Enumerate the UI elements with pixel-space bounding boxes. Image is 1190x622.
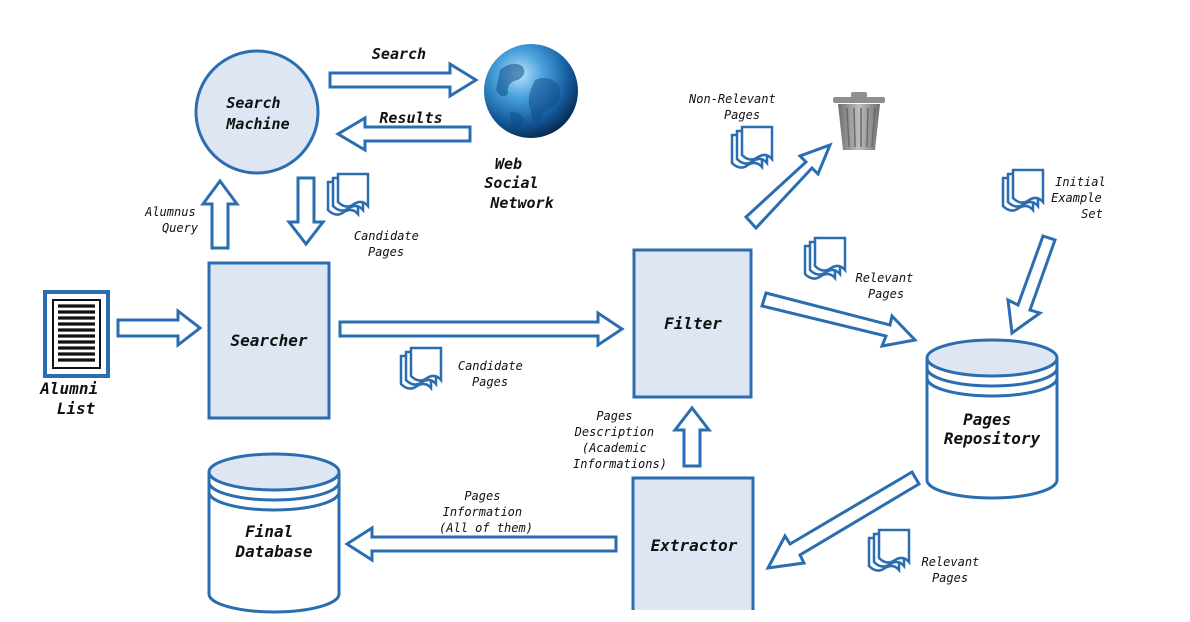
filter-node xyxy=(632,248,753,399)
alumnus-query-arrow xyxy=(200,178,240,250)
search-machine-label: Search Machine xyxy=(225,94,289,133)
initial-example-set-label: Initial Example Set xyxy=(1051,175,1113,221)
document-stack-icon xyxy=(1001,168,1045,212)
alumnus-query-label: Alumnus Query xyxy=(144,205,203,235)
filter-to-trash-arrow xyxy=(743,142,833,231)
extractor-to-filter-arrow xyxy=(671,405,713,468)
pages-information-label: Pages Information (All of them) xyxy=(439,489,533,535)
searcher-node xyxy=(207,261,331,420)
alumni-list-label: Alumni List xyxy=(39,379,107,418)
trash-can-icon xyxy=(833,92,885,150)
candidate-pages-mid-label: Candidate Pages xyxy=(458,359,530,389)
repository-to-extractor-arrow xyxy=(765,469,922,570)
document-stack-icon xyxy=(399,346,443,390)
example-set-to-repository-arrow xyxy=(1006,234,1057,336)
candidate-pages-top-label: Candidate Pages xyxy=(354,229,426,259)
relevant-pages-top-label: Relevant Pages xyxy=(855,271,920,301)
alumni-to-searcher-arrow xyxy=(116,307,203,349)
candidate-pages-down-arrow xyxy=(285,176,327,247)
results-label: Results xyxy=(379,109,442,127)
document-stack-icon xyxy=(867,528,911,572)
results-arrow xyxy=(335,115,472,153)
search-arrow xyxy=(328,61,479,99)
list-icon xyxy=(43,290,110,378)
extractor-label: Extractor xyxy=(651,536,738,555)
final-database-label: Final Database xyxy=(234,522,312,561)
pages-repository-node xyxy=(925,338,1059,500)
search-machine-node xyxy=(194,49,320,175)
non-relevant-pages-label: Non-Relevant Pages xyxy=(688,92,783,122)
final-database-node xyxy=(207,452,341,614)
globe-icon xyxy=(484,44,578,138)
filter-to-repository-arrow xyxy=(760,291,919,348)
searcher-label: Searcher xyxy=(230,331,307,350)
document-stack-icon xyxy=(730,125,774,169)
searcher-to-filter-arrow xyxy=(338,310,625,348)
web-social-network-label: Web Social Network xyxy=(484,155,554,212)
pages-description-label: Pages Description (Academic Informations… xyxy=(573,409,667,471)
document-stack-icon xyxy=(326,172,370,216)
pages-repository-label: Pages Repository xyxy=(944,410,1041,448)
filter-label: Filter xyxy=(664,314,722,333)
search-label: Search xyxy=(372,45,426,63)
extractor-to-final-db-arrow xyxy=(344,525,618,563)
relevant-pages-bottom-label: Relevant Pages xyxy=(921,555,986,585)
document-stack-icon xyxy=(803,236,847,280)
extractor-node xyxy=(631,476,755,610)
